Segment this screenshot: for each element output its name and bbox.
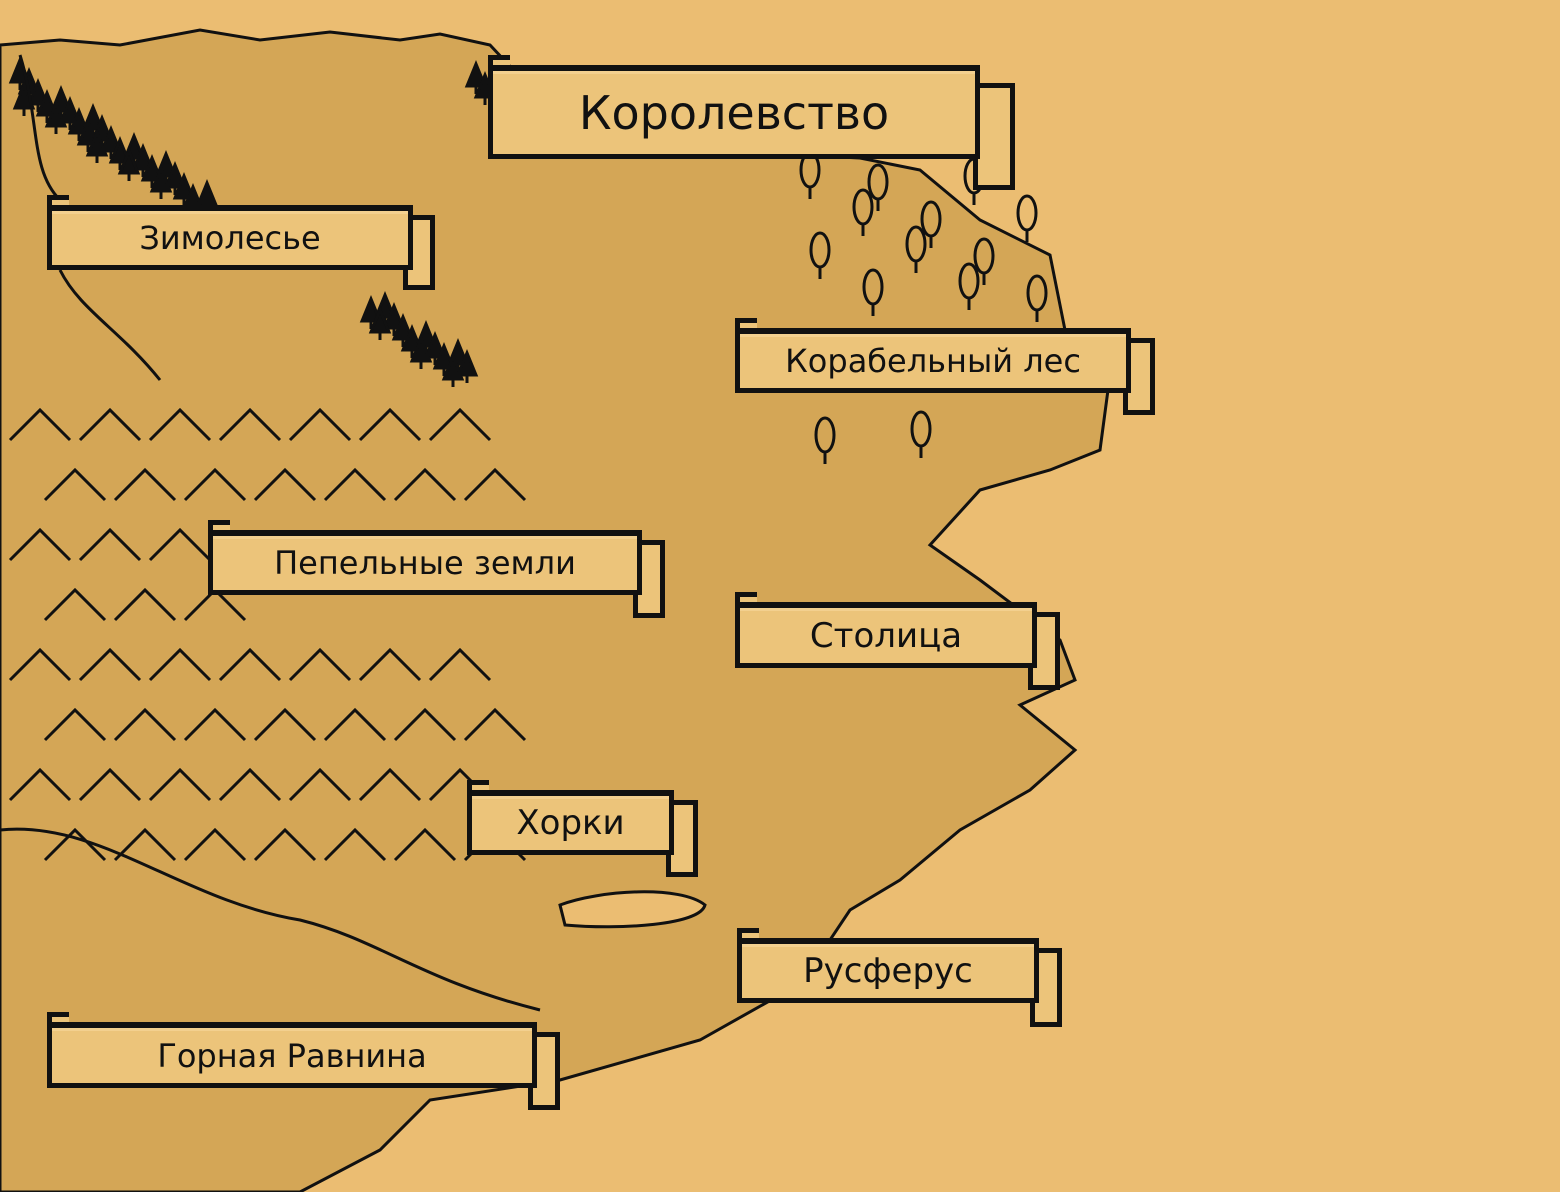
pine-tree-icon [441, 353, 465, 387]
pine-tree-icon [172, 172, 196, 206]
pine-tree-icon [58, 96, 82, 130]
pine-tree-icon [464, 60, 488, 94]
pine-tree-icon [432, 342, 456, 376]
river-line [0, 54, 541, 1012]
mountain-icon [43, 587, 107, 622]
mountain-icon [43, 467, 107, 502]
mountain-icon [148, 527, 212, 562]
region-label: Русферус [737, 938, 1039, 1003]
region-label: Горная Равнина [47, 1022, 537, 1088]
pine-tree-icon [400, 324, 424, 358]
mountain-icon [113, 827, 177, 862]
banner-winterwood[interactable]: Зимолесье [47, 195, 435, 290]
mountain-icon [358, 647, 422, 682]
mountain-icon [358, 767, 422, 802]
mountain-icon [393, 467, 457, 502]
mountain-icon [183, 827, 247, 862]
map-decorations [0, 54, 1048, 1012]
region-label: Зимолесье [47, 205, 413, 270]
mountain-icon [183, 707, 247, 742]
mountain-icon [253, 707, 317, 742]
banner-rusferus[interactable]: Русферус [737, 928, 1062, 1027]
mountain-icon [43, 707, 107, 742]
mountain-icon [148, 647, 212, 682]
mountain-icon [358, 407, 422, 442]
mountain-icon [218, 407, 282, 442]
region-label: Столица [735, 602, 1037, 668]
pine-tree-icon [85, 129, 109, 163]
mountain-icon [8, 767, 72, 802]
tree-icon [1016, 194, 1038, 232]
land-mass [0, 28, 1110, 1192]
pine-tree-icon [76, 118, 100, 152]
pine-tree-icon [382, 302, 406, 336]
mountain-icon [8, 527, 72, 562]
mountain-icon [428, 407, 492, 442]
pine-tree-icon [409, 335, 433, 369]
region-label: Пепельные земли [208, 530, 642, 595]
mountain-icon [323, 827, 387, 862]
pine-tree-icon [67, 107, 91, 141]
mountain-icon [148, 407, 212, 442]
pine-tree-icon [108, 136, 132, 170]
banner-mountain-plain[interactable]: Горная Равнина [47, 1012, 560, 1110]
pine-tree-icon [149, 165, 173, 199]
mountain-icon [218, 647, 282, 682]
mountain-icon [253, 467, 317, 502]
mountain-icon [288, 767, 352, 802]
pine-tree-icon [140, 154, 164, 188]
mountain-icon [148, 767, 212, 802]
mountain-icon [113, 467, 177, 502]
mountain-icon [463, 467, 527, 502]
mountain-icon [323, 467, 387, 502]
banner-kingdom[interactable]: Королевство [488, 55, 1015, 190]
mountain-icon [288, 407, 352, 442]
mountain-icon [393, 827, 457, 862]
mountain-icon [113, 587, 177, 622]
mountain-icon [113, 707, 177, 742]
banner-capital[interactable]: Столица [735, 592, 1060, 690]
region-label: Королевство [488, 65, 980, 159]
pine-tree-icon [44, 100, 68, 134]
mountain-icon [43, 827, 107, 862]
mountain-icon [218, 767, 282, 802]
mountain-icon [463, 707, 527, 742]
pine-tree-icon [391, 313, 415, 347]
pine-tree-icon [26, 78, 50, 112]
pine-tree-icon [131, 143, 155, 177]
mountain-icon [78, 527, 142, 562]
mountain-icon [183, 467, 247, 502]
mountain-icon [428, 647, 492, 682]
banner-shipwood[interactable]: Корабельный лес [735, 318, 1155, 415]
lake-shape [558, 890, 707, 929]
pine-tree-icon [423, 331, 447, 365]
region-label: Хорки [467, 790, 674, 855]
banner-ashlands[interactable]: Пепельные земли [208, 520, 665, 618]
mountain-icon [78, 647, 142, 682]
pine-tree-icon [99, 125, 123, 159]
mountain-icon [8, 647, 72, 682]
region-label: Корабельный лес [735, 328, 1131, 393]
pine-tree-icon [455, 349, 479, 383]
pine-tree-icon [359, 295, 383, 329]
mountain-icon [393, 707, 457, 742]
pine-tree-icon [35, 89, 59, 123]
mountain-icon [253, 827, 317, 862]
banner-khorki[interactable]: Хорки [467, 780, 698, 877]
pine-tree-icon [117, 147, 141, 181]
pine-tree-icon [163, 161, 187, 195]
mountain-icon [78, 767, 142, 802]
mountain-icon [78, 407, 142, 442]
pine-tree-icon [368, 306, 392, 340]
mountain-icon [8, 407, 72, 442]
mountain-icon [288, 647, 352, 682]
mountain-icon [323, 707, 387, 742]
